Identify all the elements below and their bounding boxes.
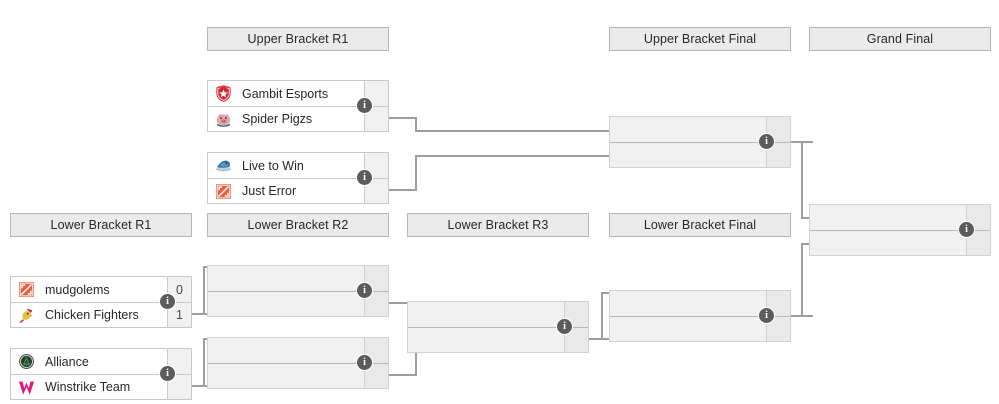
match-info-icon[interactable]: i — [357, 283, 372, 298]
match-ub-final-m1[interactable] — [609, 116, 791, 168]
connector-ub-m2-up-v — [415, 155, 417, 191]
team-score — [966, 205, 990, 230]
just-error-logo — [208, 179, 238, 203]
match-info-icon[interactable]: i — [759, 134, 774, 149]
team-name: Gambit Esports — [242, 86, 329, 101]
team-logo-placeholder — [208, 267, 238, 291]
team-logo-placeholder — [208, 292, 238, 316]
round-header-lower-bracket-r1: Lower Bracket R1 — [10, 213, 192, 237]
gambit-esports-logo — [208, 82, 238, 106]
connector-ub-m1-out-h — [389, 117, 417, 119]
chicken-fighters-logo — [11, 303, 41, 327]
team-name: mudgolems — [45, 282, 110, 297]
round-header-lower-bracket-r3: Lower Bracket R3 — [407, 213, 589, 237]
connector-lbr3-out-h — [589, 338, 617, 340]
round-header-lower-bracket-r2: Lower Bracket R2 — [207, 213, 389, 237]
team-logo-placeholder — [610, 143, 640, 167]
team-name: Chicken Fighters — [45, 308, 139, 322]
live-to-win-logo — [208, 154, 238, 178]
connector-lbr2a-out-h — [389, 302, 417, 304]
winstrike-team-logo — [11, 375, 41, 399]
connector-lbr3-in-h — [601, 292, 611, 294]
connector-ubf-in-h — [801, 217, 813, 219]
round-header-upper-bracket-r1: Upper Bracket R1 — [207, 27, 389, 51]
team-name: Spider Pigzs — [242, 112, 313, 126]
team-logo-placeholder — [610, 118, 640, 142]
team-logo-placeholder — [208, 364, 238, 388]
match-lb-final-m1[interactable] — [609, 290, 791, 342]
connector-lbf-up-v — [801, 243, 803, 317]
round-header-upper-bracket-final: Upper Bracket Final — [609, 27, 791, 51]
round-header-lower-bracket-final: Lower Bracket Final — [609, 213, 791, 237]
team-score — [966, 231, 990, 255]
match-info-icon[interactable]: i — [959, 222, 974, 237]
connector-lbr2b-out-h — [389, 374, 417, 376]
match-info-icon[interactable]: i — [759, 308, 774, 323]
connector-ubf-down-v — [801, 141, 803, 219]
team-logo-placeholder — [810, 206, 840, 230]
match-info-icon[interactable]: i — [357, 355, 372, 370]
connector-ub-m1-down-v — [415, 117, 417, 132]
match-info-icon[interactable]: i — [357, 170, 372, 185]
match-info-icon[interactable]: i — [160, 294, 175, 309]
team-score — [564, 302, 588, 327]
team-logo-placeholder — [208, 339, 238, 363]
spider-pigzs-logo — [208, 107, 238, 131]
connector-lbf-in-h — [801, 243, 813, 245]
team-name: Winstrike Team — [45, 380, 131, 394]
team-logo-placeholder — [610, 317, 640, 341]
team-logo-placeholder — [610, 292, 640, 316]
team-name: Live to Win — [242, 158, 304, 173]
match-team-row[interactable]: Spider Pigzs — [208, 106, 388, 131]
team-logo-placeholder — [810, 231, 840, 255]
connector-lb2-up-v — [203, 338, 205, 387]
team-name: Just Error — [242, 184, 297, 198]
team-logo-placeholder — [408, 303, 438, 327]
alliance-logo — [11, 350, 41, 374]
match-info-icon[interactable]: i — [357, 98, 372, 113]
round-header-grand-final: Grand Final — [809, 27, 991, 51]
match-info-icon[interactable]: i — [160, 366, 175, 381]
match-info-icon[interactable]: i — [557, 319, 572, 334]
team-name: Alliance — [45, 354, 89, 369]
connector-lb1-up-v — [203, 266, 205, 315]
connector-ub-m2-out-h — [389, 189, 417, 191]
connector-lbr3-up-v — [601, 292, 603, 340]
mudgolems-logo — [11, 278, 41, 302]
team-logo-placeholder — [408, 328, 438, 352]
connector-lbr2b-up-v — [415, 340, 417, 376]
connector-ub-m1-in-h — [415, 130, 611, 132]
connector-ub-m2-in-h — [415, 155, 611, 157]
